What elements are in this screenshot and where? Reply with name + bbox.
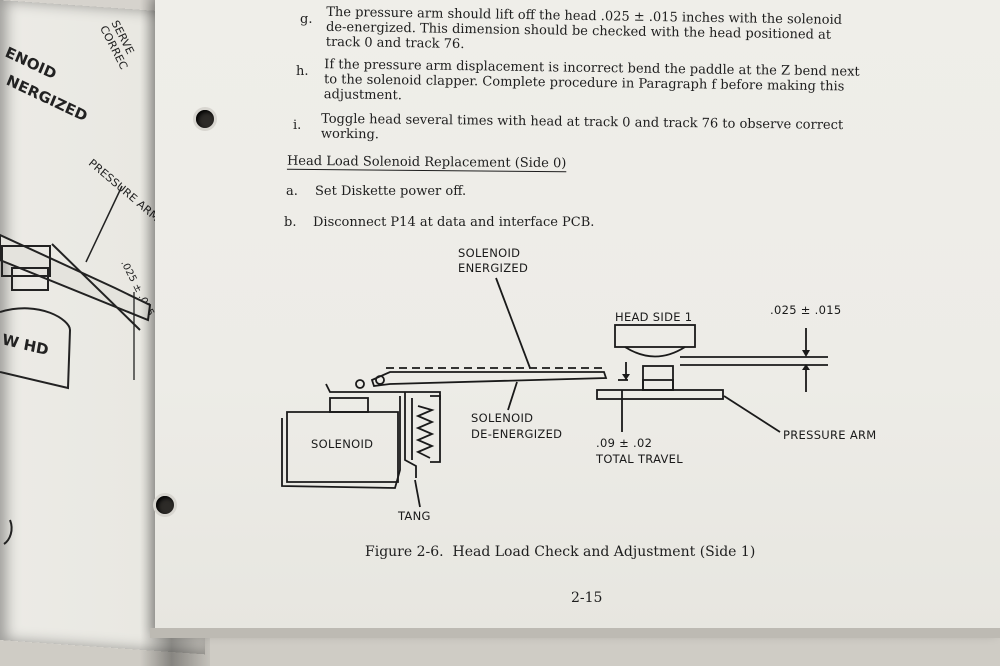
head-side-1-dome	[624, 346, 686, 358]
solenoid-frame	[281, 396, 401, 489]
step-b-letter: b.	[284, 215, 297, 230]
step-b-text: Disconnect P14 at data and interface PCB…	[313, 215, 595, 230]
label-solenoid-energized-2: ENERGIZED	[458, 261, 529, 275]
step-g-letter: g.	[300, 12, 313, 27]
page-bottom-edge	[150, 628, 1000, 638]
label-solenoid-energized-1: SOLENOID	[458, 246, 521, 260]
leader-pressure-arm	[723, 395, 781, 433]
step-h-letter: h.	[296, 64, 309, 79]
clapper	[430, 395, 441, 463]
left-page-diagram	[0, 185, 152, 545]
page-number: 2-15	[571, 590, 603, 606]
head-base-left	[642, 379, 674, 391]
leader-solenoid-energized	[495, 277, 531, 369]
label-solenoid-deenergized-2: DE-ENERGIZED	[471, 427, 563, 441]
step-i-letter: i.	[293, 118, 302, 133]
label-tang: TANG	[398, 509, 431, 523]
label-head-side-1: HEAD SIDE 1	[615, 310, 693, 324]
solenoid-cap	[329, 397, 369, 413]
label-pressure-arm: PRESSURE ARM	[783, 428, 877, 442]
right-page	[155, 0, 1000, 634]
spring	[415, 405, 435, 459]
leader-tang	[414, 479, 421, 508]
label-total-travel: TOTAL TRAVEL	[596, 452, 683, 466]
leader-solenoid-deenergized	[507, 381, 518, 411]
arm-deenergized	[370, 371, 608, 387]
step-a-letter: a.	[286, 184, 298, 199]
step-a-text: Set Diskette power off.	[315, 184, 467, 199]
binder-hole-top	[196, 110, 214, 128]
label-solenoid: SOLENOID	[311, 437, 374, 451]
head-side-1-block	[614, 324, 696, 348]
head-carrier	[596, 389, 724, 400]
label-solenoid-deenergized-1: SOLENOID	[471, 411, 534, 425]
label-clearance: .025 ± .015	[770, 303, 842, 317]
figure-caption: Figure 2-6. Head Load Check and Adjustme…	[365, 544, 756, 560]
binder-hole-bottom	[156, 496, 174, 514]
label-travel-value: .09 ± .02	[596, 436, 653, 450]
head-side-0	[642, 365, 674, 391]
